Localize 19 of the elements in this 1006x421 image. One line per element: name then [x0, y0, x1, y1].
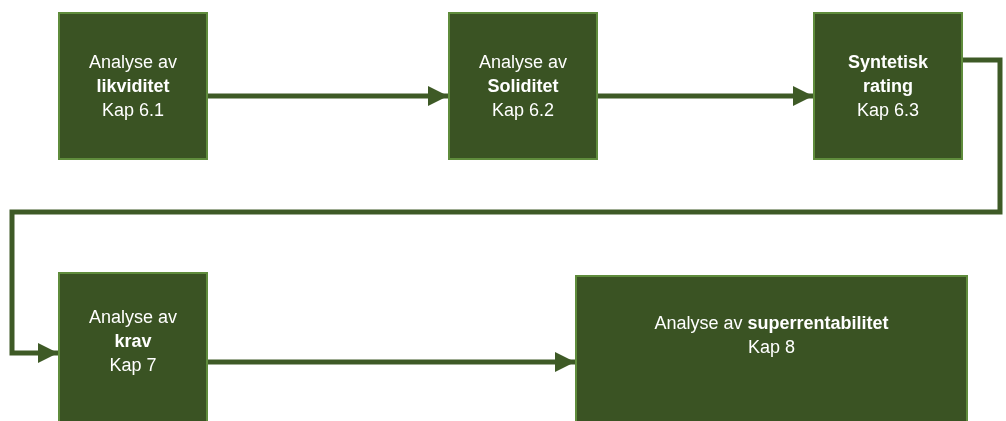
arrow	[208, 352, 575, 372]
chapter-label: Kap 6.1	[101, 99, 165, 122]
process-box	[575, 275, 968, 421]
box-title: Analyse av krav	[87, 306, 179, 353]
chapter-label: Kap 6.3	[856, 99, 920, 122]
process-box	[58, 12, 208, 160]
chapter-label: Kap 7	[109, 354, 157, 377]
chapter-label: Kap 6.2	[491, 99, 555, 122]
box-title: Analyse av Soliditet	[477, 51, 569, 98]
process-box	[58, 272, 208, 421]
box-title: Analyse av superrentabilitet	[654, 312, 889, 335]
process-box	[448, 12, 598, 160]
arrow	[9, 57, 1003, 363]
arrow	[208, 86, 448, 106]
box-title: Syntetisk rating	[846, 51, 929, 98]
box-title: Analyse av likviditet	[87, 51, 179, 98]
chapter-label: Kap 8	[747, 336, 795, 359]
arrow	[598, 86, 813, 106]
process-box	[813, 12, 963, 160]
